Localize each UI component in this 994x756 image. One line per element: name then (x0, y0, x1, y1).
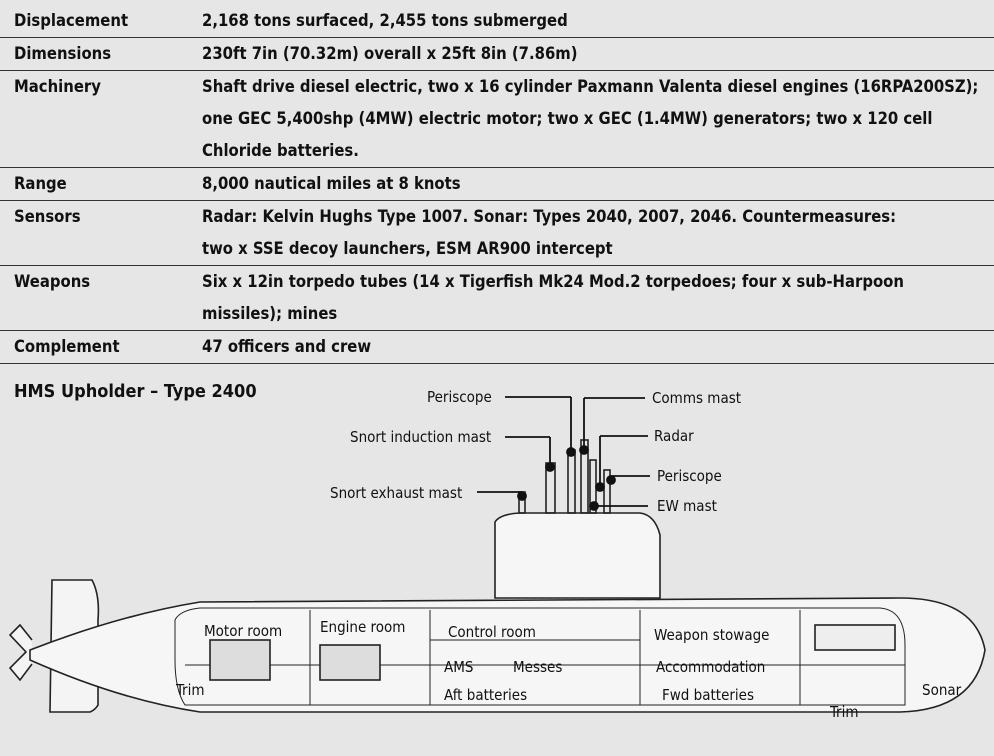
spec-row-range: Range 8,000 nautical miles at 8 knots (0, 168, 994, 201)
torpedo-tubes (814, 624, 896, 651)
label-motor-room: Motor room (204, 622, 282, 640)
spec-key: Complement (14, 337, 120, 356)
spec-line: Radar: Kelvin Hughs Type 1007. Sonar: Ty… (202, 207, 897, 226)
spec-key: Dimensions (14, 44, 112, 63)
label-fwd-batteries: Fwd batteries (662, 686, 754, 704)
spec-value: 230ft 7in (70.32m) overall x 25ft 8in (7… (202, 44, 578, 63)
label-engine-room: Engine room (320, 618, 405, 636)
label-aft-batteries: Aft batteries (444, 686, 527, 704)
label-trim-fwd: Trim (829, 703, 858, 721)
spec-line: two x SSE decoy launchers, ESM AR900 int… (202, 239, 613, 258)
spec-value: 47 officers and crew (202, 337, 372, 356)
spec-row-sensors: Sensors Radar: Kelvin Hughs Type 1007. S… (0, 201, 994, 266)
label-periscope-fwd: Periscope (657, 467, 722, 485)
label-messes: Messes (513, 658, 562, 676)
spec-value: Radar: Kelvin Hughs Type 1007. Sonar: Ty… (202, 201, 994, 266)
periscope-aft (567, 449, 576, 514)
submarine-diagram: Periscope Snort induction mast Snort exh… (8, 388, 986, 721)
spec-line: Chloride batteries. (202, 141, 359, 160)
periscope-fwd (603, 469, 611, 514)
spec-key: Machinery (14, 77, 101, 96)
spec-row-dimensions: Dimensions 230ft 7in (70.32m) overall x … (0, 38, 994, 71)
spec-row-displacement: Displacement 2,168 tons surfaced, 2,455 … (0, 5, 994, 38)
label-trim-aft: Trim (175, 681, 204, 699)
label-snort-exhaust-mast: Snort exhaust mast (330, 484, 462, 502)
spec-row-complement: Complement 47 officers and crew (0, 331, 994, 364)
engine (319, 644, 381, 681)
label-accommodation: Accommodation (656, 658, 765, 676)
spec-key: Sensors (14, 207, 81, 226)
spec-key: Weapons (14, 272, 91, 291)
motor (209, 639, 271, 681)
pressure-hull (174, 607, 906, 706)
spec-line: missiles); mines (202, 304, 338, 323)
label-control-room: Control room (448, 623, 536, 641)
spec-value: Shaft drive diesel electric, two x 16 cy… (202, 71, 994, 168)
spec-row-machinery: Machinery Shaft drive diesel electric, t… (0, 71, 994, 168)
spec-line: Shaft drive diesel electric, two x 16 cy… (202, 77, 979, 96)
spec-row-weapons: Weapons Six x 12in torpedo tubes (14 x T… (0, 266, 994, 331)
label-radar: Radar (654, 427, 694, 445)
sail (494, 512, 661, 599)
hull (29, 597, 986, 713)
spec-line: one GEC 5,400shp (4MW) electric motor; t… (202, 109, 933, 128)
spec-key: Displacement (14, 11, 129, 30)
spec-value: 8,000 nautical miles at 8 knots (202, 174, 461, 193)
label-weapon-stowage: Weapon stowage (654, 626, 769, 644)
label-periscope-aft: Periscope (427, 388, 492, 406)
spec-value: 2,168 tons surfaced, 2,455 tons submerge… (202, 11, 568, 30)
propeller (8, 623, 33, 682)
label-ams: AMS (444, 658, 473, 676)
spec-key: Range (14, 174, 67, 193)
spec-value: Six x 12in torpedo tubes (14 x Tigerfish… (202, 266, 994, 331)
label-sonar: Sonar (922, 681, 962, 699)
label-comms-mast: Comms mast (652, 389, 741, 407)
label-ew-mast: EW mast (657, 497, 717, 515)
spec-line: Six x 12in torpedo tubes (14 x Tigerfish… (202, 272, 904, 291)
label-snort-induction-mast: Snort induction mast (350, 428, 491, 446)
spec-table: Displacement 2,168 tons surfaced, 2,455 … (0, 5, 994, 364)
diagram-title: HMS Upholder – Type 2400 (14, 381, 257, 402)
